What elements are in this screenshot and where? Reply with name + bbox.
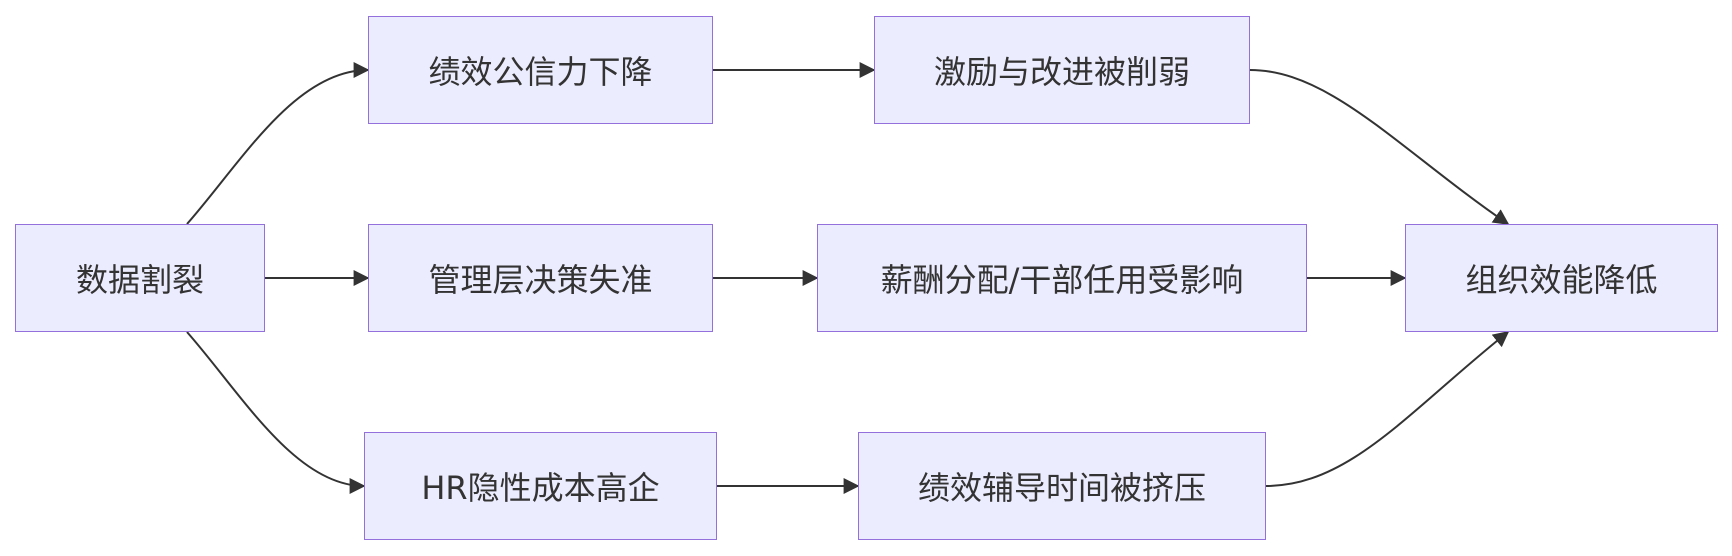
node-label: 绩效辅导时间被挤压 <box>917 469 1206 507</box>
edge-data-fragmentation-to-credibility-drop <box>186 62 370 225</box>
node-label: 管理层决策失准 <box>428 261 653 299</box>
node-management-misjudgment: 管理层决策失准 <box>368 224 713 332</box>
edge-data-fragmentation-to-hr-hidden-cost <box>186 331 366 494</box>
node-label: 绩效公信力下降 <box>428 53 653 91</box>
node-hr-hidden-cost: HR隐性成本高企 <box>364 432 717 540</box>
node-label: HR隐性成本高企 <box>421 469 660 507</box>
node-label: 组织效能降低 <box>1465 261 1658 299</box>
node-org-efficiency-down: 组织效能降低 <box>1405 224 1718 332</box>
node-credibility-drop: 绩效公信力下降 <box>368 16 713 124</box>
node-label: 数据割裂 <box>75 261 204 299</box>
edge-incentive-weakened-to-org-efficiency-down <box>1249 69 1510 225</box>
node-pay-cadre-impacted: 薪酬分配/干部任用受影响 <box>817 224 1307 332</box>
node-incentive-weakened: 激励与改进被削弱 <box>874 16 1250 124</box>
node-data-fragmentation: 数据割裂 <box>15 224 265 332</box>
node-label: 薪酬分配/干部任用受影响 <box>880 261 1244 299</box>
node-label: 激励与改进被削弱 <box>933 53 1190 91</box>
node-coaching-squeezed: 绩效辅导时间被挤压 <box>858 432 1266 540</box>
edge-coaching-squeezed-to-org-efficiency-down <box>1265 331 1510 487</box>
